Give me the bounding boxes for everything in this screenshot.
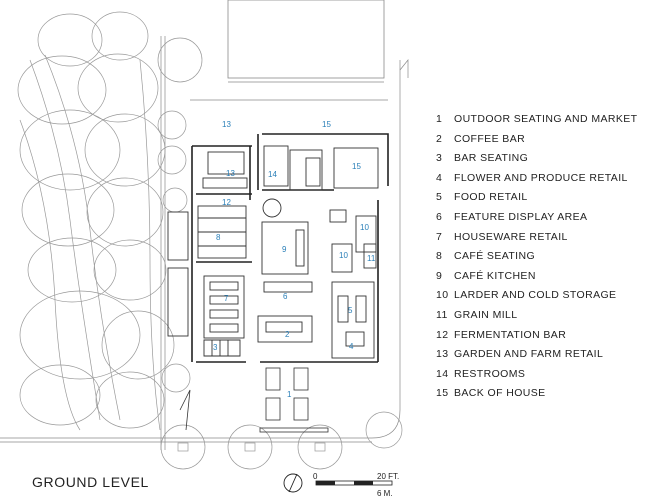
legend-item: 1 OUTDOOR SEATING AND MARKET [436,110,637,130]
north-arrow-icon [283,473,303,493]
legend-number: 15 [436,387,449,400]
legend-number: 7 [436,230,443,243]
building-walls [191,133,389,363]
legend-item: 12 FERMENTATION BAR [436,326,637,346]
legend-number: 5 [436,191,443,204]
interior-partitions [167,145,379,359]
legend-text: RESTROOMS [454,367,526,380]
label-3: 3 [213,343,218,352]
scale-zero: 0 [313,472,318,481]
scale-feet: 20 FT. [377,472,399,481]
label-8: 8 [216,233,221,242]
legend-number: 1 [436,113,443,125]
label-10b: 10 [339,251,348,260]
legend-item: 3 BAR SEATING [436,149,637,169]
legend-item: 6 FEATURE DISPLAY AREA [436,208,637,228]
legend-text: OUTDOOR SEATING AND MARKET [454,113,638,125]
label-7: 7 [224,294,229,303]
legend-number: 11 [436,308,448,321]
legend-item: 13 GARDEN AND FARM RETAIL [436,345,637,365]
legend-text: HOUSEWARE RETAIL [454,230,568,243]
legend-text: LARDER AND COLD STORAGE [454,289,617,302]
label-10a: 10 [360,223,369,232]
label-4: 4 [349,342,354,351]
legend-item: 2 COFFEE BAR [436,130,637,150]
label-15a: 15 [322,120,331,129]
legend-item: 14 RESTROOMS [436,365,637,385]
street-edges [0,36,409,450]
legend-item: 4 FLOWER AND PRODUCE RETAIL [436,169,637,189]
legend-number: 4 [436,171,443,184]
legend-text: FEATURE DISPLAY AREA [454,210,588,223]
legend-number: 13 [436,348,449,361]
legend-text: COFFEE BAR [454,132,526,145]
room-labels: 1 2 3 4 5 6 7 8 9 10 10 11 12 13 13 14 1… [213,120,376,399]
legend-number: 8 [436,250,443,263]
legend-item: 11 GRAIN MILL [436,306,637,326]
label-5: 5 [348,306,353,315]
legend-item: 10 LARDER AND COLD STORAGE [436,286,637,306]
outdoor-tables [179,367,329,433]
legend-number: 9 [436,269,443,282]
legend-number: 12 [436,328,449,341]
legend-text: BAR SEATING [454,152,529,165]
label-2: 2 [285,330,290,339]
scale-bar: 0 20 FT. 6 M. [313,472,399,498]
label-13b: 13 [226,169,235,178]
legend-number: 3 [436,152,443,165]
legend-text: GRAIN MILL [454,308,518,321]
label-14: 14 [268,170,277,179]
legend-item: 9 CAFÉ KITCHEN [436,267,637,287]
label-15b: 15 [352,162,361,171]
legend-number: 10 [436,289,449,302]
legend-text: GARDEN AND FARM RETAIL [454,348,604,361]
legend-number: 14 [436,367,449,380]
label-12: 12 [222,198,231,207]
label-13a: 13 [222,120,231,129]
legend-item: 5 FOOD RETAIL [436,188,637,208]
legend-item: 15 BACK OF HOUSE [436,384,637,404]
legend-text: FLOWER AND PRODUCE RETAIL [454,171,628,184]
park-trees [17,11,203,431]
legend-number: 6 [436,210,443,223]
legend-item: 8 CAFÉ SEATING [436,247,637,267]
legend-text: BACK OF HOUSE [454,387,546,400]
legend-number: 2 [436,132,443,145]
legend-item: 7 HOUSEWARE RETAIL [436,228,637,248]
street-trees [160,411,403,470]
scale-meters: 6 M. [377,489,393,498]
neighbor-building [227,0,385,83]
label-6: 6 [283,292,288,301]
legend-text: FERMENTATION BAR [454,328,567,341]
plan-caption: GROUND LEVEL [32,474,149,490]
legend-text: CAFÉ KITCHEN [454,269,536,282]
legend-text: FOOD RETAIL [454,191,528,204]
label-9: 9 [282,245,287,254]
legend-text: CAFÉ SEATING [454,250,536,263]
label-11: 11 [367,254,376,263]
label-1: 1 [287,390,292,399]
